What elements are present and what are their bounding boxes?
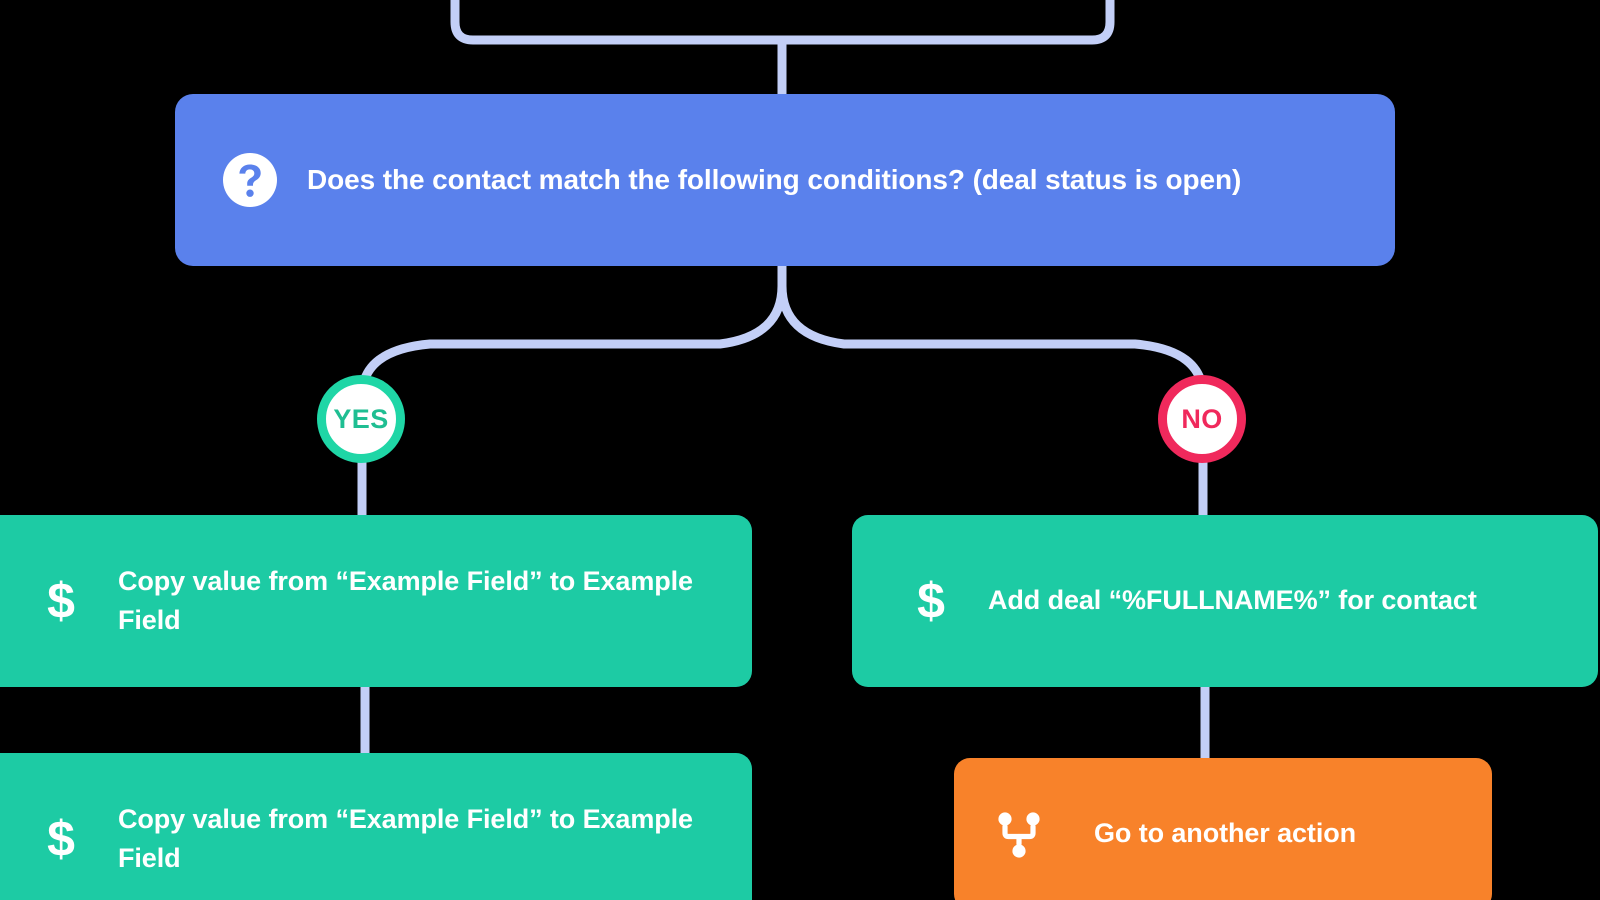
- branch-badge-no-label: NO: [1181, 403, 1223, 434]
- help-circle-icon: [221, 151, 279, 209]
- dollar-icon-glyph: $: [917, 573, 945, 629]
- branch-badge-yes-label: YES: [333, 403, 389, 434]
- action-node-copy-value-1[interactable]: $ Copy value from “Example Field” to Exa…: [0, 515, 752, 687]
- dollar-icon: $: [38, 573, 84, 629]
- action-node-label: Copy value from “Example Field” to Examp…: [118, 803, 693, 873]
- dollar-icon-glyph: $: [47, 573, 75, 629]
- action-node-add-deal[interactable]: $ Add deal “%FULLNAME%” for contact: [852, 515, 1598, 687]
- condition-node[interactable]: Does the contact match the following con…: [175, 94, 1395, 266]
- connector-branch-no: [777, 266, 1208, 397]
- dollar-icon: $: [38, 811, 84, 867]
- goto-action-icon: [992, 807, 1046, 861]
- connector-top-bracket: [450, 0, 1115, 45]
- connector-branch-yes: [357, 266, 787, 397]
- dollar-icon-glyph: $: [47, 811, 75, 867]
- dollar-icon: $: [908, 573, 954, 629]
- action-node-label: Add deal “%FULLNAME%” for contact: [988, 585, 1477, 616]
- goto-action-node[interactable]: Go to another action: [954, 758, 1492, 900]
- branch-badge-no[interactable]: NO: [1158, 375, 1246, 463]
- action-node-label: Copy value from “Example Field” to Examp…: [118, 565, 693, 635]
- goto-action-label: Go to another action: [1094, 818, 1357, 849]
- action-node-copy-value-2[interactable]: $ Copy value from “Example Field” to Exa…: [0, 753, 752, 900]
- condition-label: Does the contact match the following con…: [307, 163, 1242, 195]
- branch-badge-yes[interactable]: YES: [317, 375, 405, 463]
